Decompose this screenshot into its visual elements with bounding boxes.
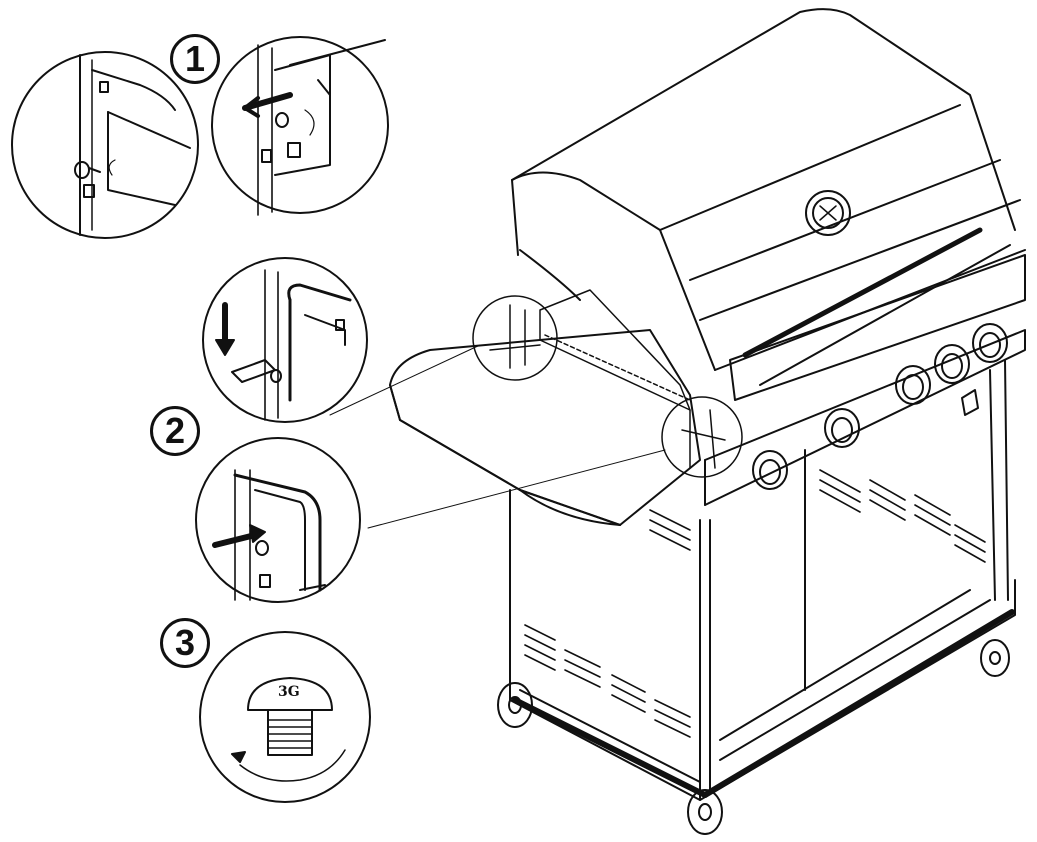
bolt-icon xyxy=(247,677,333,756)
cart-frame xyxy=(509,359,1016,801)
screw-icon xyxy=(74,161,101,179)
igniter xyxy=(961,389,979,416)
arrow-left-icon xyxy=(242,92,293,111)
step-number-2: 2 xyxy=(150,406,200,456)
leader-line-upper xyxy=(329,344,481,416)
control-knobs xyxy=(752,323,1008,490)
step-1-detail-right xyxy=(211,36,389,216)
thermometer-icon xyxy=(805,190,851,236)
bolt-head-marking: 3G xyxy=(278,684,300,700)
step-2-detail-top xyxy=(202,257,368,423)
lid-handle xyxy=(742,227,983,358)
grill-lid xyxy=(511,8,1026,401)
rotate-arrow-icon xyxy=(239,749,346,782)
wheels xyxy=(497,639,1010,835)
step-3-detail xyxy=(199,631,371,803)
detail-callout-upper xyxy=(472,295,558,381)
side-shelf xyxy=(389,329,701,526)
shelf-bracket xyxy=(539,289,691,411)
step-2-detail-bottom xyxy=(195,437,361,603)
leader-line xyxy=(367,449,666,529)
step-1-detail-left xyxy=(11,51,199,239)
step-number-1: 1 xyxy=(170,34,220,84)
grill-illustration xyxy=(389,8,1026,835)
arrow-right-icon xyxy=(212,532,258,548)
cabinet-vents xyxy=(524,469,986,738)
detail-callout-lower xyxy=(661,396,743,478)
step-number-3: 3 xyxy=(160,618,210,668)
